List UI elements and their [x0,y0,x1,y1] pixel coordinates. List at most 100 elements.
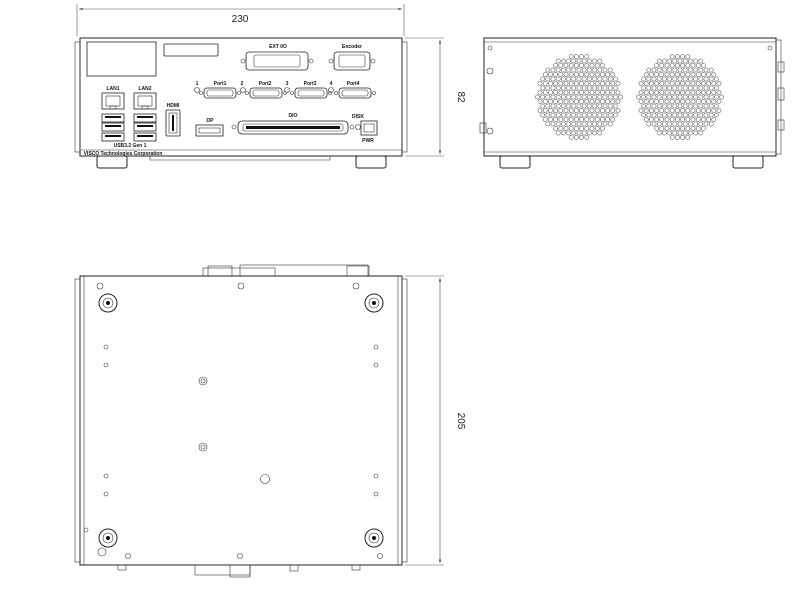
grill-hole [540,112,545,118]
grill-hole [594,99,600,104]
grill-hole [656,112,662,118]
grill-hole [675,135,680,140]
grill-hole [646,103,652,109]
grill-hole [669,81,675,86]
grill-hole [667,85,672,91]
grill-hole [574,126,579,131]
grill-hole [574,90,579,95]
grill-hole [690,90,696,95]
grill-hole [688,76,693,82]
grill-hole [695,72,701,77]
grill-hole [654,126,659,131]
grill-hole [641,94,646,100]
grill-hole [664,63,670,68]
grill-hole [708,67,714,73]
grill-hole [677,112,683,118]
grill-hole [659,63,665,68]
grill-hole [688,112,693,118]
grill-hole [568,108,574,113]
grill-hole [688,121,693,127]
grill-hole [568,72,574,77]
grill-hole [613,112,618,118]
grill-hole [597,58,603,64]
grill-hole [548,117,553,122]
grill-hole [584,54,590,59]
grill-hole [659,90,665,95]
grill-hole [695,108,701,113]
grill-hole [553,63,558,68]
grill-hole [542,117,548,122]
disk-led [355,124,361,130]
grill-hole [576,121,582,127]
grill-hole [555,130,561,136]
grill-hole [571,103,577,109]
label-port-number-2: 2 [241,81,244,87]
grill-hole [662,76,667,82]
grill-hole [542,99,548,104]
grill-hole [555,112,561,118]
grill-hole [651,103,657,109]
grill-hole [677,103,683,109]
grill-hole [600,81,605,86]
grill-hole [563,108,569,113]
grill-hole [685,63,691,68]
grill-hole [571,76,577,82]
grill-hole [669,126,675,131]
grill-hole [690,117,696,122]
grill-hole [561,58,566,64]
grill-hole [656,85,662,91]
grill-hole [561,76,566,82]
label-company: VISCO Technologies Corporation [84,151,163,157]
grill-hole [685,117,691,122]
grill-hole [561,94,566,100]
grill-hole [693,130,698,136]
grill-hole [581,121,587,127]
label-port-number-3: 3 [286,81,289,87]
grill-hole [680,126,685,131]
grill-hole [677,121,683,127]
grill-hole [688,85,693,91]
grill-hole [550,85,556,91]
grill-hole [566,67,571,73]
grill-hole [654,63,659,68]
grill-hole [605,99,610,104]
grill-hole [669,108,675,113]
grill-hole [594,90,600,95]
grill-hole [579,54,584,59]
grill-hole [579,108,584,113]
grill-hole [667,94,672,100]
grill-hole [685,90,691,95]
grill-hole [545,103,551,109]
grill-hole [638,81,644,86]
grill-hole [613,85,618,91]
grill-hole [688,58,693,64]
grill-hole [649,99,654,104]
grill-hole [597,130,603,136]
grill-hole [548,72,553,77]
grill-hole [587,85,592,91]
grill-hole [703,76,709,82]
port2-connector [245,87,287,99]
grill-hole [584,72,590,77]
grill-hole [682,58,688,64]
grill-hole [690,99,696,104]
grill-hole [654,81,659,86]
label-lan2: LAN2 [138,86,151,92]
grill-hole [672,130,678,136]
grill-hole [649,117,654,122]
grill-hole [688,67,693,73]
grill-hole [654,90,659,95]
grill-hole [654,72,659,77]
grill-hole [651,112,657,118]
grill-hole [571,121,577,127]
grill-hole [587,76,592,82]
grill-hole [669,72,675,77]
grill-hole [561,121,566,127]
grill-hole [693,121,698,127]
grill-hole [669,54,675,59]
grill-hole [605,117,610,122]
grill-hole [643,117,649,122]
grill-hole [714,94,719,100]
grill-hole [594,108,600,113]
grill-hole [651,76,657,82]
